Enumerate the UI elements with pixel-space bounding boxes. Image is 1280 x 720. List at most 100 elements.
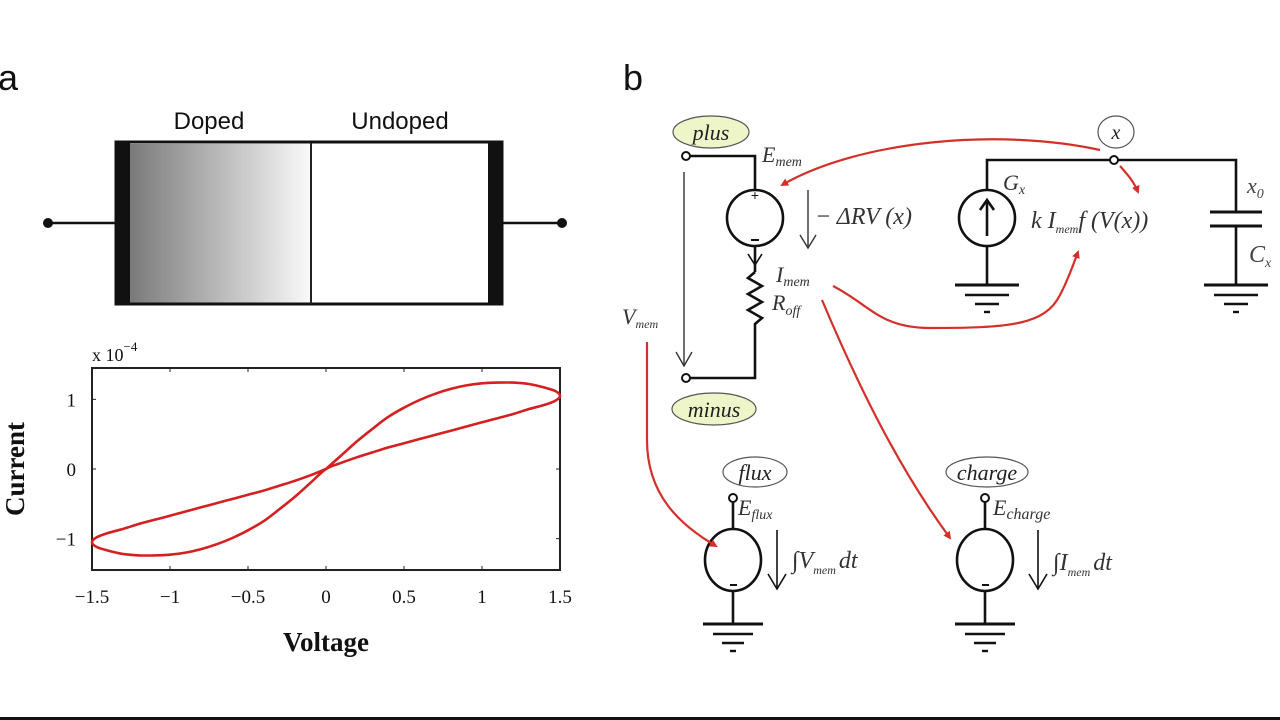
- cap-top-wire: [1118, 158, 1238, 212]
- right-electrode: [488, 141, 503, 305]
- emem-sub: mem: [775, 155, 801, 170]
- y-multiplier: x 10−4: [92, 339, 138, 365]
- vmem-sub: mem: [635, 317, 658, 331]
- flux-node-bubble: [722, 456, 788, 488]
- flux-ground-icon: [703, 622, 763, 653]
- link-imem-to-echarge: [820, 299, 952, 540]
- emem-name: E: [761, 142, 776, 167]
- x-axis-label: Voltage: [283, 627, 369, 657]
- gx-expression: k Imemf (V(x)): [1031, 208, 1148, 236]
- panel-a: a Doped Undoped −1.5 −1 −0.5 0 0.5 1 1.5 −1 0 1 …: [0, 57, 572, 657]
- vmem-voltage-arrowhead: [675, 351, 693, 368]
- emem-voltage-arrowhead: [799, 234, 817, 250]
- charge-node-label: charge: [957, 460, 1018, 485]
- imem-current-arrow: [747, 253, 763, 267]
- charge-ground-icon: [955, 622, 1015, 653]
- emem-plus-sign: +: [751, 187, 759, 203]
- undoped-label: Undoped: [351, 108, 448, 135]
- gx-sub: x: [1018, 183, 1026, 198]
- x-tick-label: 1.5: [548, 587, 572, 608]
- eflux-expr-post: dt: [839, 548, 859, 574]
- emem-expression: − ΔRV (x): [815, 204, 912, 230]
- gx-arrow-head: [978, 197, 996, 211]
- y-tick-label: −1: [56, 530, 76, 551]
- minus-node-bubble: [671, 392, 757, 426]
- plus-node-label: plus: [691, 120, 730, 145]
- gx-ground-icon: [955, 283, 1019, 314]
- doped-region: [130, 144, 311, 303]
- plus-wire: [690, 154, 757, 190]
- echarge-label: Echarge: [992, 495, 1050, 523]
- x-tick-label: −1: [160, 587, 180, 608]
- eflux-sub: flux: [751, 508, 773, 523]
- x-node-label: x: [1111, 122, 1121, 144]
- minus-node-label: minus: [688, 397, 741, 422]
- eflux-expr-sub: mem: [813, 563, 836, 577]
- imem-label: Imem: [775, 262, 810, 290]
- x-tick-label: −0.5: [231, 587, 265, 608]
- link-x-to-emem: [780, 138, 1101, 186]
- plus-node-bubble: [672, 115, 750, 149]
- charge-node-bubble: [945, 456, 1029, 488]
- gx-expr-sub: mem: [1056, 222, 1079, 236]
- gx-label: Gx: [1003, 170, 1026, 198]
- eflux-label: Eflux: [737, 495, 773, 523]
- roff-label: Roff: [771, 290, 802, 319]
- x-tick-label: 0: [321, 587, 331, 608]
- panel-a-label: a: [0, 57, 19, 98]
- charge-terminal: [980, 493, 990, 503]
- left-terminal: [43, 218, 53, 228]
- echarge-name: E: [992, 495, 1007, 520]
- panel-b: b plus + Emem − ΔRV (x) Imem Roff minus: [622, 57, 1272, 653]
- cx-label: Cx: [1249, 242, 1272, 271]
- x-tick-label: 0.5: [392, 587, 416, 608]
- gx-name: G: [1003, 170, 1019, 195]
- left-electrode: [115, 141, 130, 305]
- echarge-sub: charge: [1006, 506, 1050, 523]
- eflux-expr-pre: ∫V: [790, 548, 816, 575]
- echarge-expr-sub: mem: [1068, 565, 1091, 579]
- iv-plot: −1.5 −1 −0.5 0 0.5 1 1.5 −1 0 1 x 10−4 Voltage C…: [0, 339, 572, 657]
- x-tick-label: −1.5: [75, 587, 109, 608]
- doped-label: Doped: [174, 108, 245, 135]
- link-x-to-gx: [1119, 165, 1140, 194]
- cx-sub: x: [1264, 256, 1272, 271]
- roff-sub: off: [785, 304, 802, 319]
- minus-terminal: [681, 373, 691, 383]
- flux-terminal: [728, 493, 738, 503]
- x0-sub: 0: [1257, 187, 1264, 202]
- vmem-name: V: [622, 304, 638, 329]
- emem-label: Emem: [761, 142, 802, 170]
- eflux-voltage-arrowhead: [767, 573, 787, 591]
- y-tick-label: 1: [67, 390, 77, 411]
- state-branch: x Gx k Imemf (V(x)): [955, 115, 1272, 314]
- link-imem-to-gx: [832, 250, 1080, 330]
- imem-name: I: [775, 262, 785, 287]
- panel-b-label: b: [623, 57, 643, 98]
- echarge-expr-post: dt: [1093, 550, 1113, 576]
- gx-top-wire: [985, 158, 1110, 190]
- x-tick-label: 1: [477, 587, 487, 608]
- roff-resistor-icon: [690, 271, 765, 380]
- y-multiplier-base: x 10: [92, 345, 124, 365]
- hysteresis-loop-line: [90, 381, 562, 557]
- imem-sub: mem: [783, 275, 809, 290]
- y-tick-label: 0: [67, 460, 77, 481]
- bottom-border: [0, 717, 1280, 720]
- memristor-branch: plus + Emem − ΔRV (x) Imem Roff minus Vm…: [622, 115, 912, 426]
- memristor-device: Doped Undoped: [43, 108, 567, 306]
- roff-name: R: [771, 290, 786, 315]
- cap-ground-icon: [1204, 283, 1268, 314]
- dependency-links: [645, 138, 1140, 548]
- y-axis-label: Current: [0, 422, 30, 516]
- y-multiplier-exponent: −4: [124, 339, 138, 354]
- x-terminal: [1109, 155, 1119, 165]
- x0-label: x0: [1246, 173, 1264, 202]
- link-vmem-to-eflux: [645, 342, 718, 548]
- gx-expr-post: f (V(x)): [1078, 208, 1148, 234]
- eflux-source-icon: [703, 527, 763, 593]
